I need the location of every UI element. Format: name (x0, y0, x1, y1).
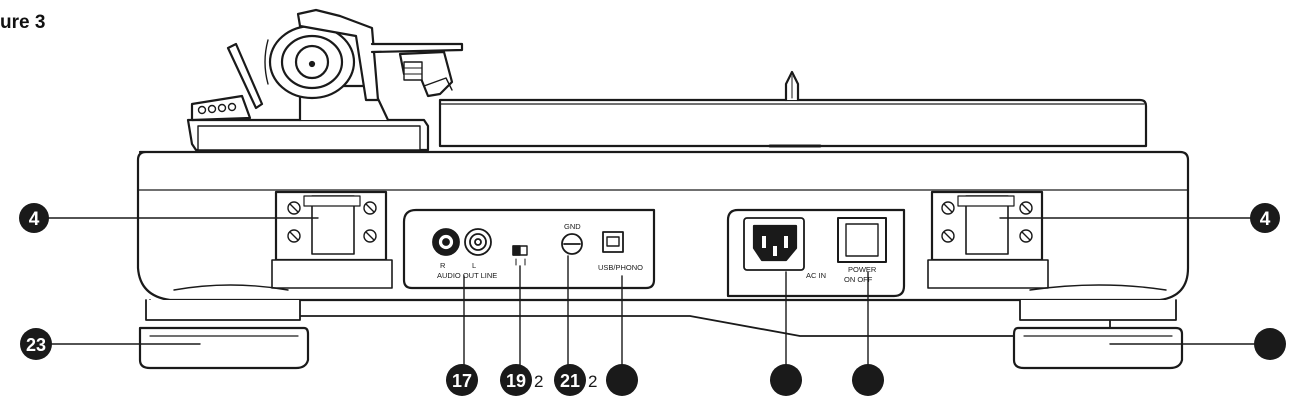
rca-jack-l (464, 228, 492, 256)
label-power: POWER (848, 265, 877, 274)
label-audio-out-line: AUDIO OUT LINE (437, 271, 497, 280)
callout-21-tail: 2 (588, 372, 597, 391)
callout-4-right: 4 (1260, 209, 1271, 230)
rca-jack-r (432, 228, 460, 256)
label-on-off: ON OFF (844, 275, 873, 284)
bracket-screws-left (287, 201, 377, 243)
callout-power-bubble (852, 364, 884, 396)
lift-lever-dots (197, 102, 237, 115)
callout-21-bubble (554, 364, 586, 396)
phono-line-switch (512, 245, 528, 266)
callout-21: 21 (560, 371, 580, 391)
spindle (784, 70, 800, 102)
label-audio-r: R (440, 261, 446, 270)
gnd-terminal (561, 233, 583, 255)
callout-blank-right-bubble (1254, 328, 1286, 360)
leader-lines (45, 217, 1255, 367)
power-switch (837, 217, 887, 263)
foot-left (138, 284, 310, 370)
foot-right (1012, 284, 1184, 370)
callout-19-tail: 2 (534, 372, 543, 391)
connector-panel (402, 208, 656, 290)
callout-4-right-bubble (1250, 203, 1280, 233)
callout-usb-bubble (606, 364, 638, 396)
mount-bracket-left (271, 190, 393, 289)
callout-4-left: 4 (29, 209, 40, 230)
usb-port (602, 231, 624, 253)
label-usb-phono: USB/PHONO (598, 263, 643, 272)
callout-23: 23 (26, 335, 46, 355)
label-gnd: GND (564, 222, 581, 231)
mount-bracket-right (927, 190, 1049, 289)
callout-ac-bubble (770, 364, 802, 396)
power-panel (726, 208, 906, 298)
tonearm-assembly (186, 8, 464, 152)
bracket-screws-right (941, 201, 1033, 243)
callout-19: 19 (506, 371, 526, 391)
callout-23-bubble (20, 328, 52, 360)
platter (438, 98, 1148, 148)
label-ac-in: AC IN (806, 271, 826, 280)
label-audio-l: L (472, 261, 476, 270)
callout-17: 17 (452, 371, 472, 391)
callout-17-bubble (446, 364, 478, 396)
callouts: 4 4 23 17 19 2 21 2 (19, 203, 1286, 396)
callout-19-bubble (500, 364, 532, 396)
ac-inlet (743, 217, 805, 271)
callout-4-left-bubble (19, 203, 49, 233)
figure-title: ure 3 (0, 12, 46, 33)
